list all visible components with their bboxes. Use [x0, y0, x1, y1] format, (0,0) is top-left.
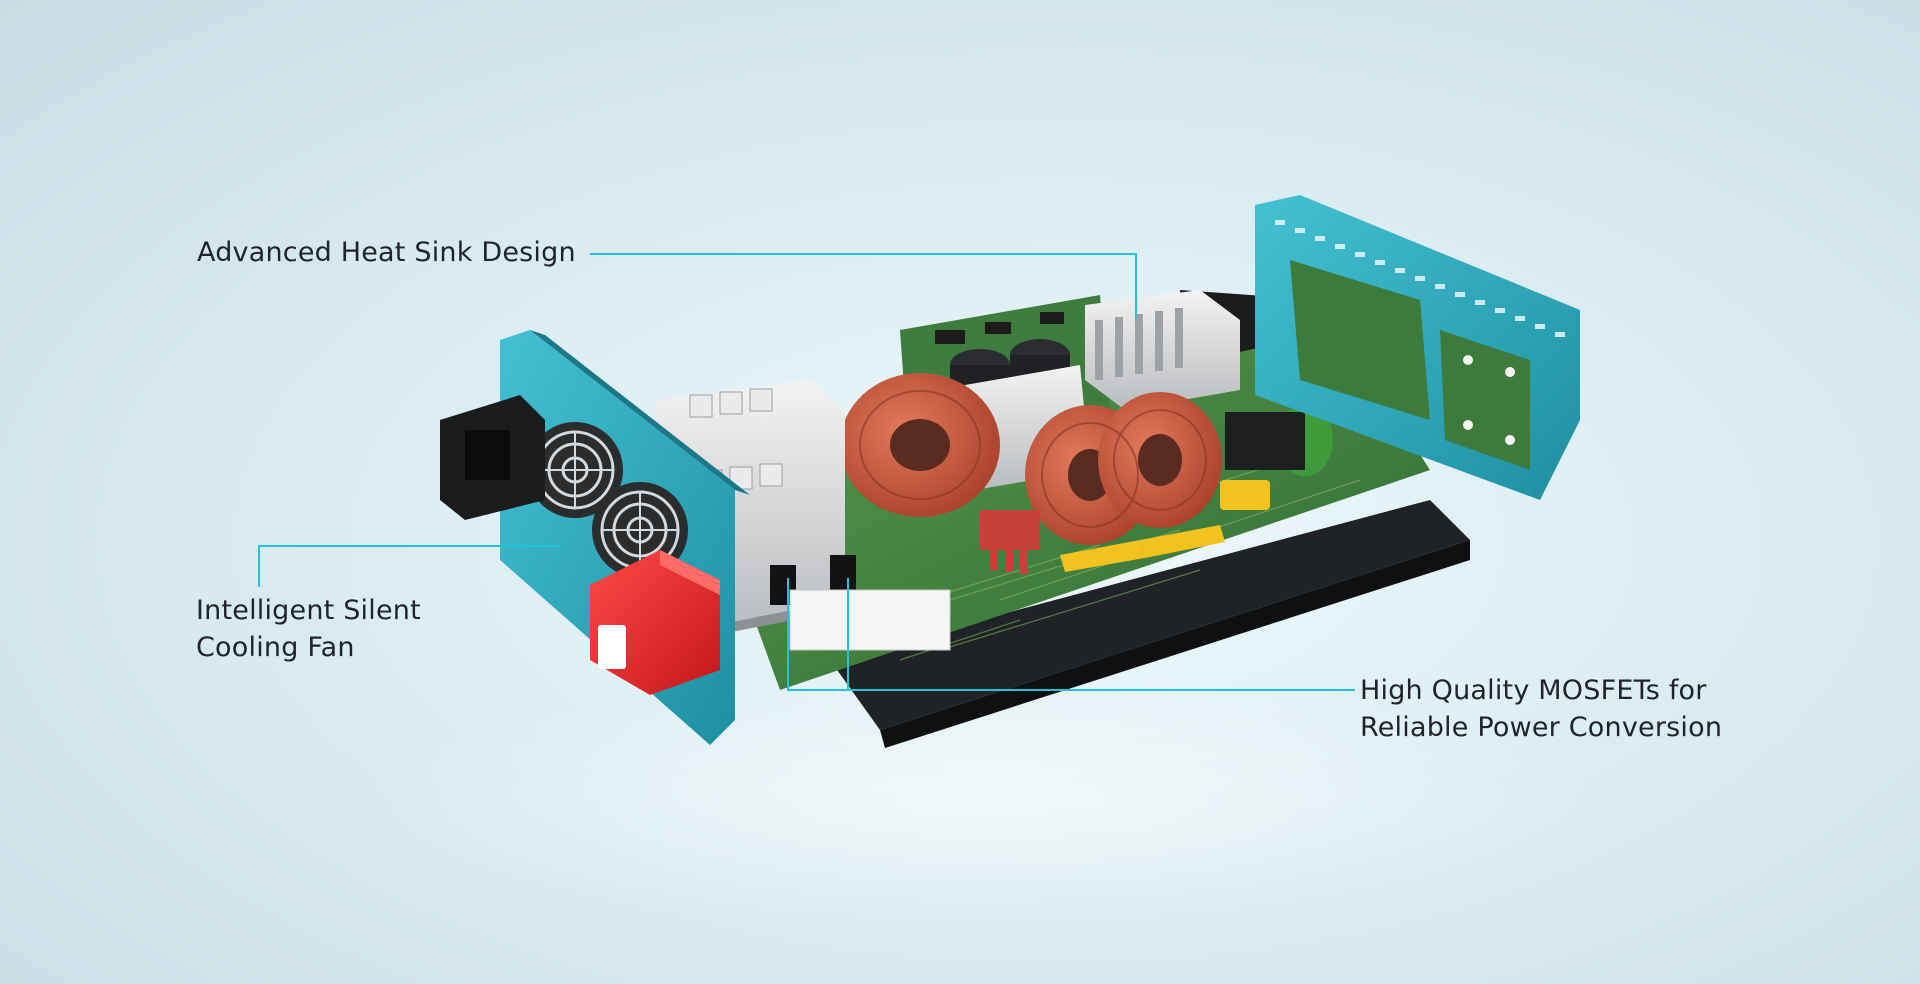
floor-reflection [360, 670, 1600, 930]
mosfet-label-line1: High Quality MOSFETs for [1360, 675, 1707, 706]
upper-heat-sink [1085, 290, 1240, 410]
cooling-fan-label-line2: Cooling Fan [196, 632, 355, 663]
mosfet-callout: High Quality MOSFETs for Reliable Power … [1360, 672, 1722, 746]
fan-leader [258, 545, 560, 587]
red-dc-terminal [590, 550, 720, 695]
toroid-inductors [840, 373, 1222, 545]
chassis-base [830, 500, 1470, 730]
mosfet-leader [787, 578, 1355, 691]
cooling-fan-label-line1: Intelligent Silent [196, 595, 421, 626]
ac-socket [440, 395, 545, 520]
red-heat-sink [980, 510, 1040, 574]
cooling-fan-callout: Intelligent Silent Cooling Fan [196, 592, 421, 666]
leader-lines [258, 253, 1355, 691]
yellow-components [1060, 480, 1270, 572]
rear-panel [1255, 195, 1580, 500]
heat-sink-leader [590, 253, 1137, 318]
mosfet-label-line2: Reliable Power Conversion [1360, 712, 1723, 743]
white-connector [789, 589, 951, 651]
heat-sink-label: Advanced Heat Sink Design [197, 237, 576, 268]
heat-sink-callout: Advanced Heat Sink Design [197, 234, 576, 271]
